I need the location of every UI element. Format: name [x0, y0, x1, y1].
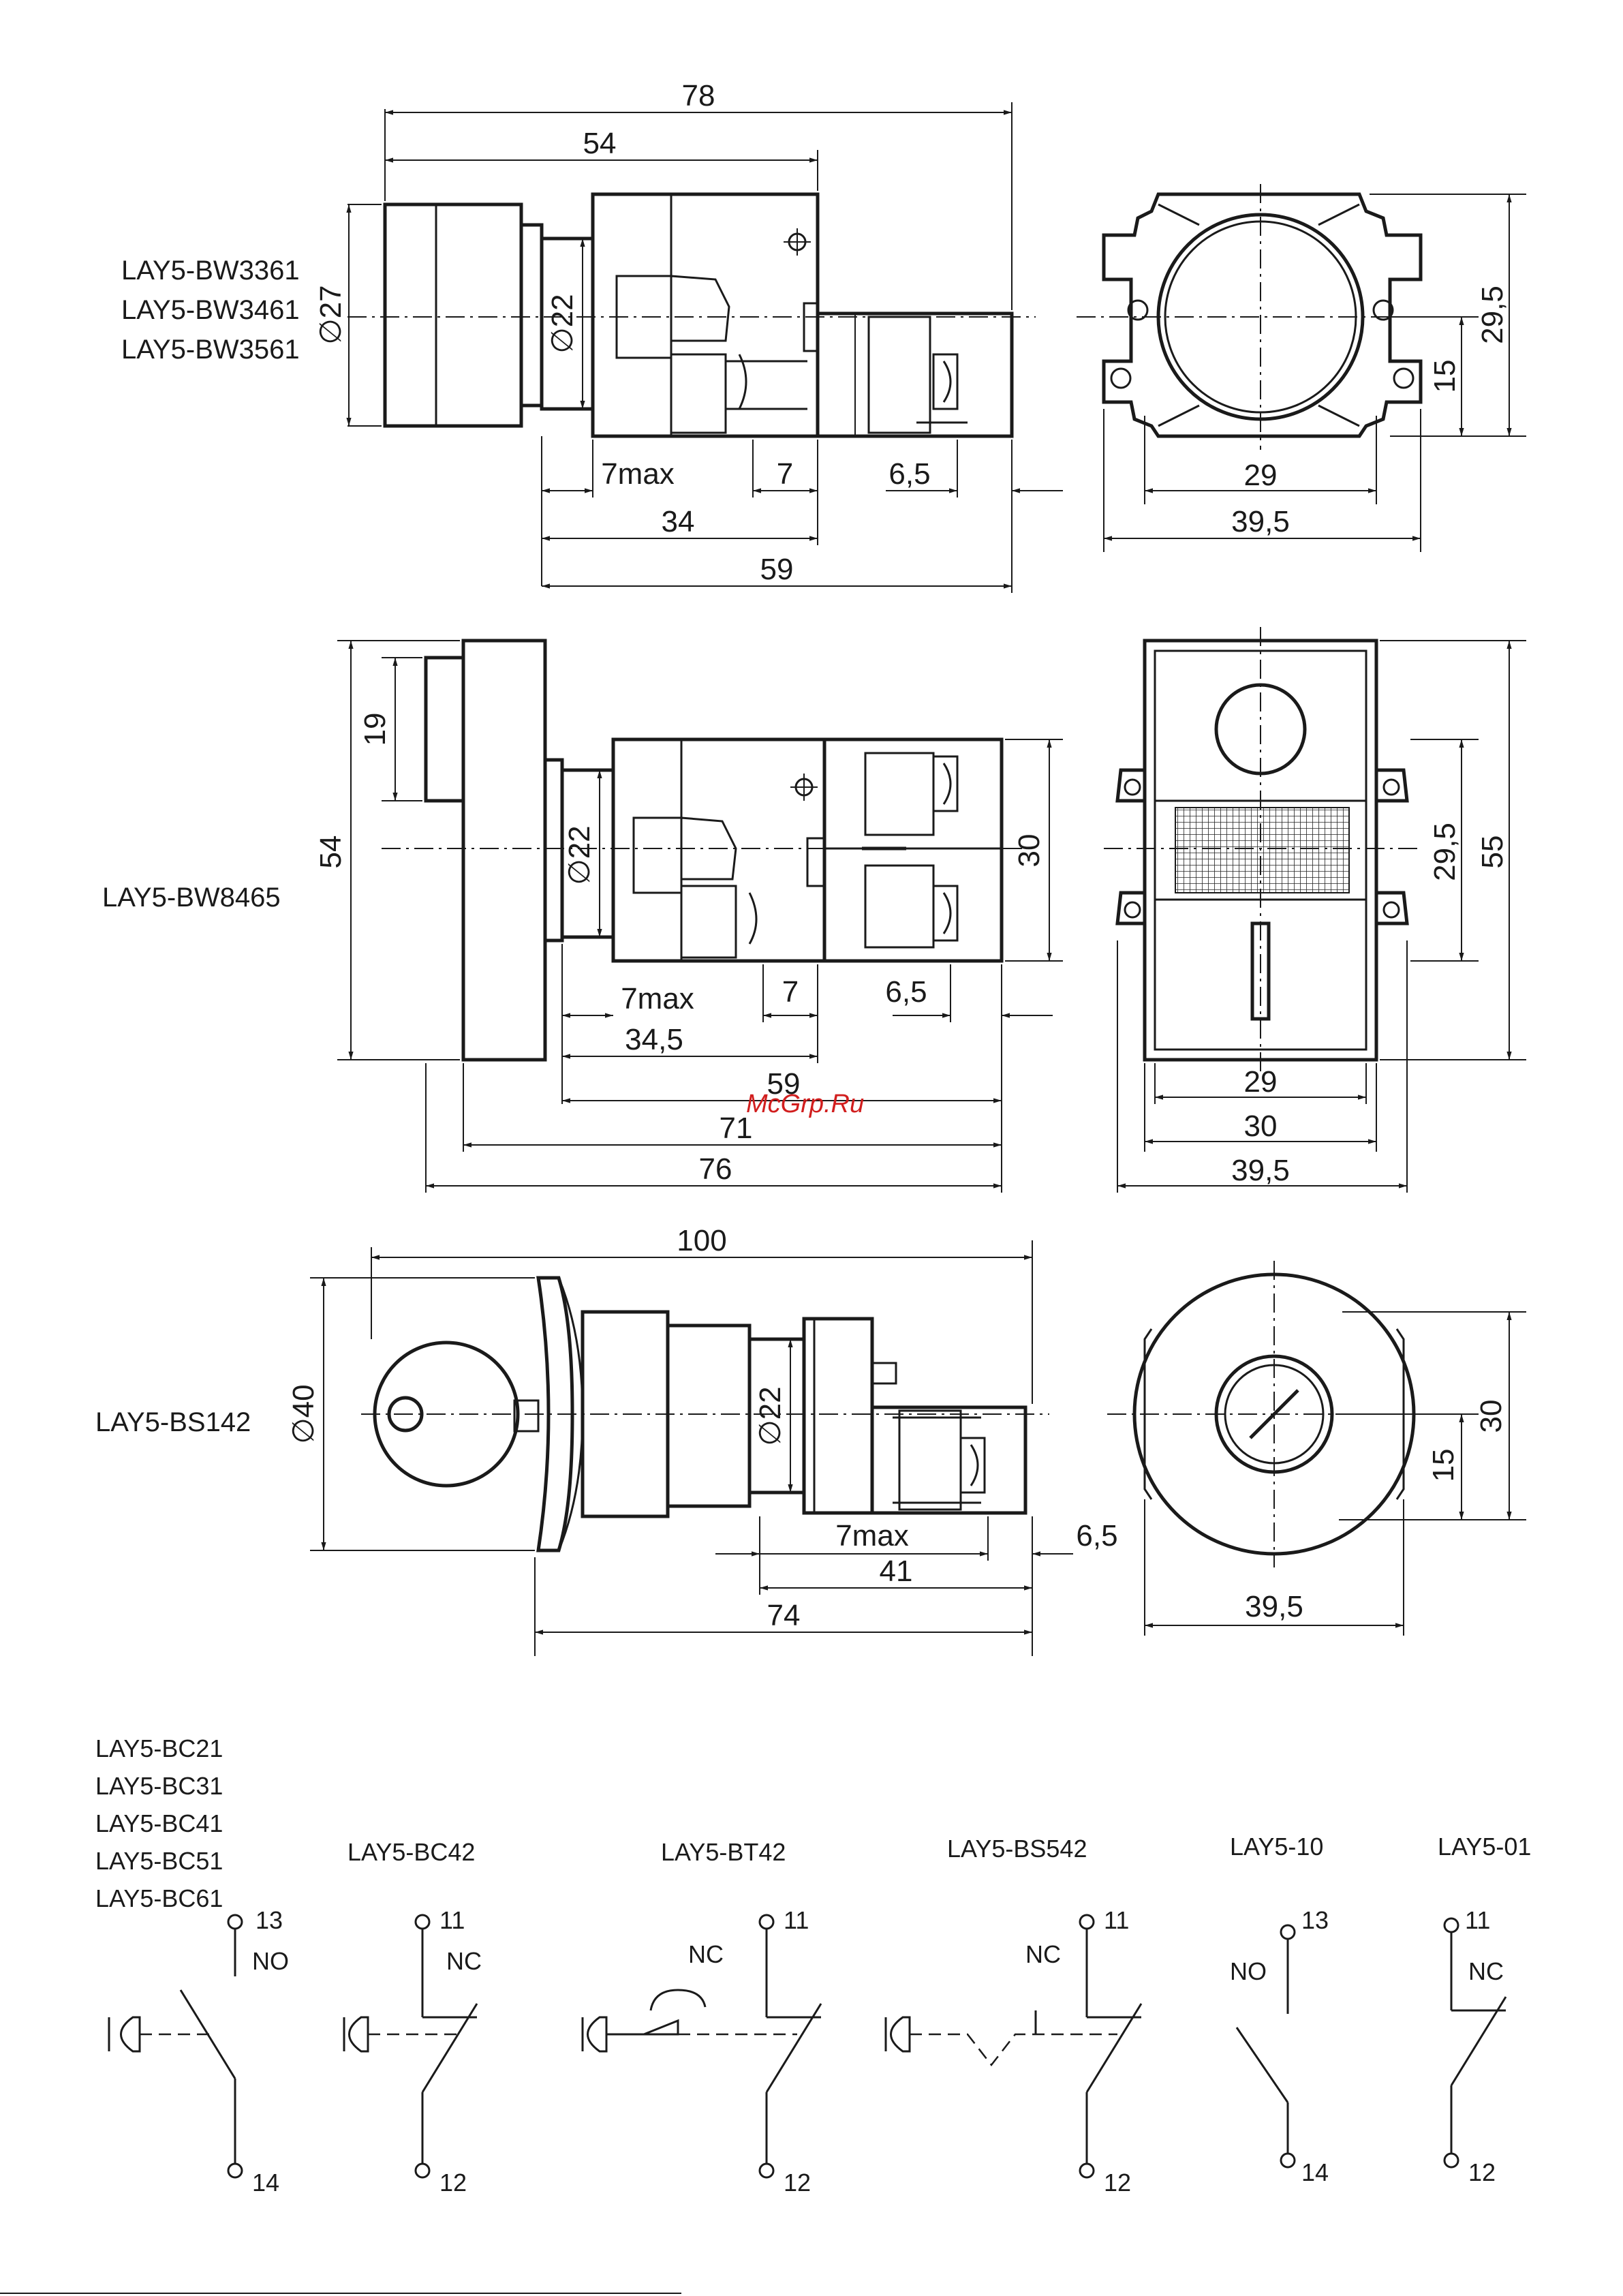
dimensions-bw3361-side: [346, 102, 1063, 593]
model-label: LAY5-BC51: [95, 1847, 223, 1875]
terminal-top: 11: [1104, 1906, 1129, 1934]
view-bw8465-front: [1104, 627, 1417, 1073]
model-label: LAY5-BW3461: [121, 295, 300, 325]
terminal-top: 13: [1301, 1906, 1329, 1934]
dim-6-5: 6,5: [888, 457, 930, 491]
dim-39-5: 39,5: [1231, 505, 1290, 538]
terminal-top: 11: [784, 1906, 809, 1934]
dim-100: 100: [677, 1224, 726, 1257]
dim-6-5: 6,5: [885, 975, 927, 1009]
model-label: LAY5-BW8465: [102, 883, 281, 913]
model-label: LAY5-BC41: [95, 1809, 223, 1837]
dim-39-5: 39,5: [1231, 1154, 1290, 1187]
dim-34-5: 34,5: [625, 1023, 683, 1056]
dimensions-bw8465-front: 29 30 39,5 29,5 55: [1117, 640, 1526, 1193]
dim-29: 29: [1244, 1065, 1278, 1099]
dimensions-bw8465-side: [337, 640, 1063, 1193]
contact-type: NC: [1025, 1940, 1061, 1968]
schematic-lay5-10-no: LAY5-10 13 NO 14: [1230, 1833, 1329, 2186]
terminal-bottom: 12: [439, 2169, 467, 2196]
dim-34: 34: [662, 505, 695, 538]
view-bw8465-side: [382, 639, 1036, 1062]
schematic-bs542-nc: LAY5-BS542 11 NC 12: [884, 1835, 1143, 2196]
dim-29: 29: [1244, 459, 1278, 492]
dim-dia22: ∅22: [563, 825, 596, 885]
dim-41: 41: [880, 1555, 913, 1588]
dim-29-5: 29,5: [1476, 286, 1509, 344]
dim-54: 54: [583, 127, 617, 160]
dimensions-bw3361-front: 29 39,5 15 29,5: [1103, 194, 1526, 552]
dimensions-bs142-side: 100 ∅40 ∅22 7max 6,5 41 74 LAY5-BS142: [95, 1224, 1118, 1656]
contact-type: NO: [1230, 1957, 1267, 1985]
view-bw3361-side: [347, 192, 1036, 438]
dim-7max: 7max: [601, 457, 675, 491]
dim-29-5: 29,5: [1428, 823, 1462, 881]
dim-59: 59: [760, 553, 794, 586]
dim-dia22: ∅22: [754, 1386, 787, 1445]
dim-74: 74: [767, 1599, 801, 1632]
dim-15: 15: [1428, 360, 1462, 393]
model-label: LAY5-BC31: [95, 1772, 223, 1800]
model-label: LAY5-BC21: [95, 1734, 223, 1762]
model-label: LAY5-01: [1438, 1833, 1531, 1861]
terminal-bottom: 14: [252, 2169, 279, 2196]
dim-6-5: 6,5: [1076, 1519, 1117, 1552]
dim-76: 76: [699, 1152, 732, 1186]
dim-30: 30: [1013, 834, 1046, 868]
dim-55: 55: [1476, 836, 1509, 869]
model-label: LAY5-BW3561: [121, 335, 300, 365]
model-label: LAY5-10: [1230, 1833, 1323, 1861]
dim-dia27: ∅27: [314, 285, 347, 344]
dim-71: 71: [720, 1112, 753, 1145]
terminal-bottom: 12: [1468, 2158, 1496, 2186]
terminal-bottom: 14: [1301, 2158, 1329, 2186]
dim-39-5: 39,5: [1245, 1590, 1303, 1623]
terminal-top: 13: [256, 1906, 283, 1934]
contact-type: NC: [688, 1940, 724, 1968]
dim-30: 30: [1474, 1400, 1508, 1433]
dim-dia22: ∅22: [546, 294, 579, 353]
dim-7: 7: [777, 457, 793, 491]
model-label: LAY5-BS142: [95, 1407, 251, 1437]
terminal-top: 11: [1465, 1906, 1490, 1934]
dim-19: 19: [358, 713, 392, 746]
model-label: LAY5-BC61: [95, 1884, 223, 1912]
terminal-bottom: 12: [784, 2169, 811, 2196]
contact-type: NO: [252, 1947, 289, 1975]
labels-bw3361: 78 54 ∅27 ∅22 7max 7 6,5 34 59 LAY5-BW33…: [121, 79, 931, 586]
contact-type: NC: [446, 1947, 482, 1975]
dim-54: 54: [314, 836, 347, 869]
dim-59: 59: [767, 1067, 801, 1101]
dim-78: 78: [682, 79, 715, 112]
schematic-bc21-no: LAY5-BC21 LAY5-BC31 LAY5-BC41 LAY5-BC51 …: [95, 1734, 289, 2196]
schematic-lay5-01-nc: LAY5-01 11 NC 12: [1438, 1833, 1531, 2186]
dim-15: 15: [1427, 1449, 1460, 1482]
model-label: LAY5-BS542: [947, 1835, 1087, 1863]
labels-bw8465: 54 19 ∅22 30 7max 7 6,5 34,5 59 71 76 Mc…: [102, 713, 1046, 1186]
terminal-top: 11: [439, 1906, 465, 1934]
contact-type: NC: [1468, 1957, 1504, 1985]
model-label: LAY5-BW3361: [121, 256, 300, 286]
dim-7max: 7max: [621, 982, 694, 1015]
dimensions-bs142-front: 39,5 15 30: [1144, 1311, 1526, 1636]
terminal-bottom: 12: [1104, 2169, 1131, 2196]
dim-7max: 7max: [835, 1519, 909, 1552]
watermark: McGrp.Ru: [746, 1090, 864, 1118]
model-label: LAY5-BT42: [661, 1838, 786, 1866]
dim-7: 7: [782, 975, 799, 1009]
schematic-bc42-nc: LAY5-BC42 11 NC 12: [343, 1838, 482, 2196]
model-label: LAY5-BC42: [347, 1838, 475, 1866]
view-bs142-side: [361, 1276, 1049, 1552]
dim-dia40: ∅40: [287, 1384, 320, 1443]
view-bw3361-front: [1077, 184, 1444, 450]
dim-30: 30: [1244, 1109, 1278, 1143]
schematic-bt42-nc: LAY5-BT42 11 NC 12: [581, 1838, 822, 2196]
